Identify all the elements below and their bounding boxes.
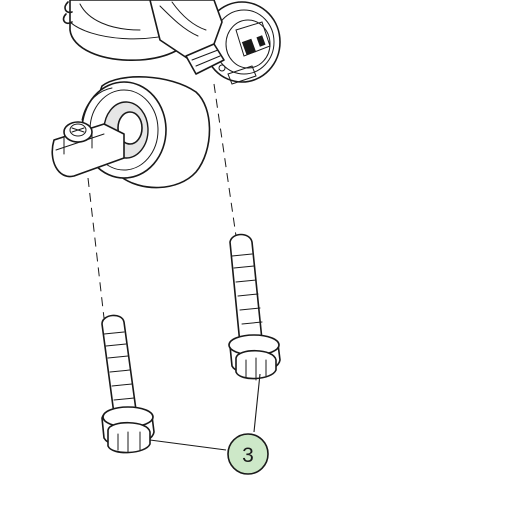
mounting-tab xyxy=(51,121,125,178)
bolt-callout: 3 xyxy=(227,433,269,475)
bolt-right xyxy=(228,233,281,381)
bolt-left xyxy=(101,314,155,454)
sensor-assembly xyxy=(149,0,281,85)
callout-leaders xyxy=(149,373,261,451)
bolt-callout-label: 3 xyxy=(242,444,254,467)
assembly-guide-lines xyxy=(87,83,237,319)
